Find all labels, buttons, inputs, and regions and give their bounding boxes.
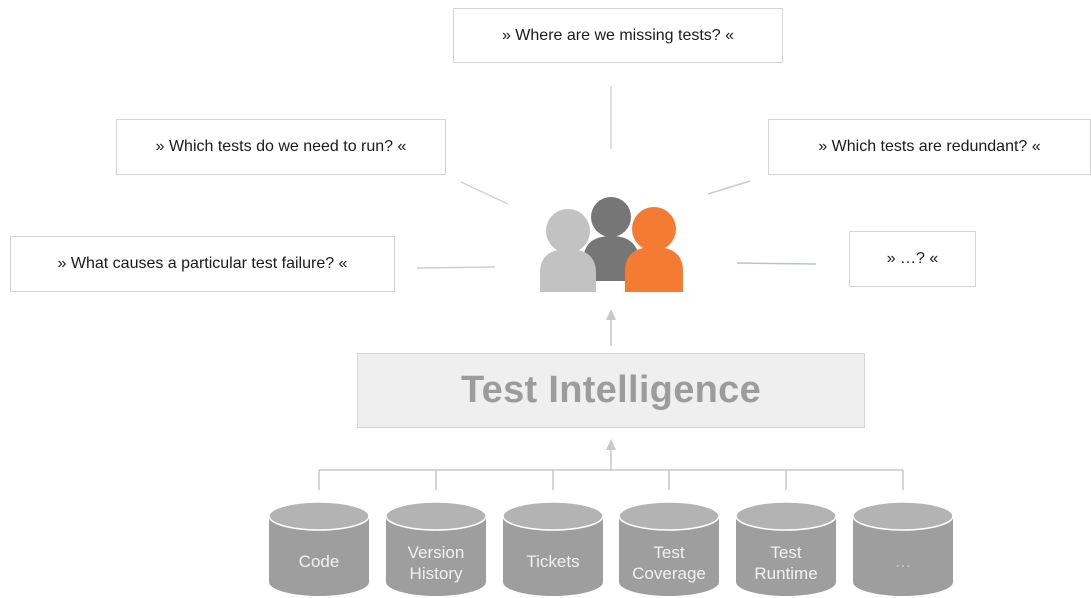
database-cylinder-icon-test-coverage: [618, 501, 720, 596]
database-cylinder-icon-code: [268, 501, 370, 596]
source-version-history-line2: History: [409, 564, 463, 583]
source-code-label: Code: [269, 551, 369, 572]
database-cylinder-icon-test-runtime: [735, 501, 837, 596]
source-test-coverage-label: Test Coverage: [619, 542, 719, 584]
question-which-tests-to-run-label: » Which tests do we need to run? «: [155, 138, 407, 155]
person-left-icon: [540, 209, 596, 292]
question-more: » …? «: [849, 231, 976, 287]
people-group-icon: [540, 197, 683, 292]
person-right-icon: [625, 207, 683, 292]
question-which-tests-to-run: » Which tests do we need to run? «: [116, 119, 446, 175]
source-test-runtime-line2: Runtime: [754, 564, 818, 583]
test-intelligence-title: Test Intelligence: [460, 369, 762, 411]
arrow-to-test-intelligence-head: [606, 439, 616, 450]
database-cylinder-icon-version-history: [385, 501, 487, 596]
person-middle-icon: [583, 197, 639, 281]
question-redundant-tests-label: » Which tests are redundant? «: [818, 138, 1041, 155]
source-test-coverage-line1: Test: [653, 543, 685, 562]
source-tickets-line1: Tickets: [526, 552, 580, 571]
question-test-failure-cause: » What causes a particular test failure?…: [10, 236, 395, 292]
connector-test-failure-cause: [416, 266, 496, 269]
question-redundant-tests: » Which tests are redundant? «: [768, 119, 1091, 175]
source-test-runtime-line1: Test: [770, 543, 802, 562]
source-tickets-label: Tickets: [503, 551, 603, 572]
arrow-to-people-head: [606, 309, 616, 320]
question-missing-tests: » Where are we missing tests? «: [453, 8, 783, 63]
question-missing-tests-label: » Where are we missing tests? «: [501, 26, 735, 44]
database-cylinder-icon-tickets: [502, 501, 604, 596]
test-intelligence-box: Test Intelligence: [357, 353, 865, 428]
sources-drop-lines: [318, 470, 904, 490]
question-more-label: » …? «: [886, 250, 939, 267]
database-cylinder-icon-more: [852, 501, 954, 596]
connector-redundant-tests: [707, 180, 751, 195]
source-more-line1: …: [894, 552, 912, 571]
source-version-history-label: Version History: [386, 542, 486, 584]
source-test-coverage-line2: Coverage: [632, 564, 706, 583]
question-test-failure-cause-label: » What causes a particular test failure?…: [57, 255, 348, 272]
source-more-label: …: [853, 551, 953, 572]
source-code-line1: Code: [298, 552, 340, 571]
connector-which-tests-to-run: [460, 181, 509, 205]
source-test-runtime-label: Test Runtime: [736, 542, 836, 584]
connector-more: [736, 262, 817, 265]
source-version-history-line1: Version: [407, 543, 465, 562]
